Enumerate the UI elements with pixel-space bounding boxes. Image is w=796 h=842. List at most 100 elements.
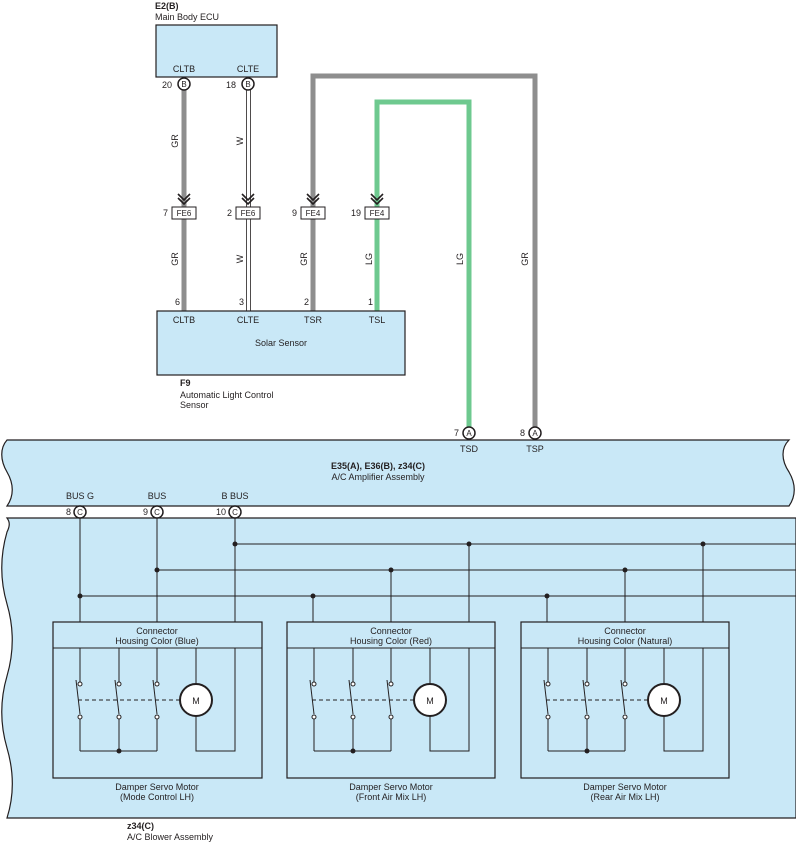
bus-pin-name-3: B BUS <box>221 491 248 501</box>
wire-label-tsd: LG <box>455 253 465 265</box>
switch-blade <box>309 679 315 715</box>
motor-icon <box>647 683 681 717</box>
junction-dot <box>350 748 356 754</box>
junction-dot <box>232 541 238 547</box>
ecu-pin-clte-number: 18 <box>226 80 236 90</box>
motor-housing-color: Housing Color (Blue) <box>115 636 199 646</box>
ecu-terminal-clte-letter: B <box>245 80 250 89</box>
chevron-down-icon <box>370 197 384 206</box>
wire-label-tsl-lower: LG <box>364 253 374 265</box>
chevron-down-icon <box>306 193 320 202</box>
ecu-terminal-cltb-letter: B <box>181 80 186 89</box>
junction-dot <box>116 748 122 754</box>
bus-terminal-letter-3: C <box>232 508 238 517</box>
amp-terminal-tsd-letter: A <box>466 429 472 438</box>
switch-blade <box>75 679 81 715</box>
sensor-name-line2: Sensor <box>180 400 209 410</box>
motor-housing-color: Housing Color (Red) <box>350 636 432 646</box>
sensor-pin-number-4: 1 <box>368 297 373 307</box>
wire-label-cltb-lower: GR <box>170 252 180 266</box>
junction-number-2: 2 <box>227 208 232 218</box>
sensor-pin-number-1: 6 <box>175 297 180 307</box>
amp-pin-name-tsd: TSD <box>460 444 479 454</box>
amp-pin-number-tsd: 7 <box>454 428 459 438</box>
switch-contact <box>311 681 317 687</box>
junction-dot <box>466 541 472 547</box>
switch-contact <box>584 681 590 687</box>
blower-name: A/C Blower Assembly <box>127 832 214 842</box>
ecu-pin-cltb-number: 20 <box>162 80 172 90</box>
amplifier-name: A/C Amplifier Assembly <box>331 472 425 482</box>
ecu-pin-clte-name: CLTE <box>237 64 259 74</box>
bus-terminal-1 <box>73 505 87 519</box>
switch-contact <box>154 681 160 687</box>
wire-label-cltb-upper: GR <box>170 134 180 148</box>
motor-name-line2: (Rear Air Mix LH) <box>590 792 659 802</box>
wire-label-tsr-lower: GR <box>299 252 309 266</box>
sensor-code: F9 <box>180 378 191 388</box>
chevron-down-icon <box>306 197 320 206</box>
junction-box-4 <box>364 206 390 220</box>
bus-pin-number-3: 10 <box>216 507 226 517</box>
motor-symbol: M <box>660 696 668 706</box>
junction-dot <box>310 593 316 599</box>
switch-blade <box>348 679 354 715</box>
motor-name-line2: (Mode Control LH) <box>120 792 194 802</box>
motor-icon <box>179 683 213 717</box>
amplifier-box <box>1 439 795 507</box>
amplifier-code: E35(A), E36(B), z34(C) <box>331 461 425 471</box>
junction-connectors: FE6 FE6 FE4 FE4 7 2 9 19 <box>163 193 390 220</box>
sensor-name-line1: Automatic Light Control <box>180 390 274 400</box>
switch-blade <box>543 679 549 715</box>
chevron-down-icon <box>177 193 191 202</box>
sensor-pin-name-3: TSR <box>304 315 323 325</box>
junction-dot <box>154 567 160 573</box>
motor-name-line1: Damper Servo Motor <box>583 782 667 792</box>
switch-contact <box>388 714 394 720</box>
amplifier-block: A A 7 8 TSD TSP E35(A), E36(B), z34(C) A… <box>1 426 795 507</box>
junction-number-4: 19 <box>351 208 361 218</box>
switch-contact <box>311 714 317 720</box>
switch-contact <box>584 714 590 720</box>
blower-block: C C C 8 9 10 Connector Housing Color (Bl… <box>1 505 796 842</box>
wire-color-labels: GR W GR W GR LG LG GR <box>169 130 530 266</box>
wire-label-clte-upper: W <box>235 136 245 145</box>
bus-terminal-letter-2: C <box>154 508 160 517</box>
ecu-terminal-clte <box>241 77 255 91</box>
switch-contact <box>388 681 394 687</box>
amp-terminal-tsp <box>528 426 542 440</box>
junction-label-3: FE4 <box>306 209 321 218</box>
amp-terminal-tsp-letter: A <box>532 429 538 438</box>
sensor-pin-number-3: 2 <box>304 297 309 307</box>
ecu-code: E2(B) <box>155 1 179 11</box>
junction-box-2 <box>235 206 261 220</box>
sensor-pin-name-1: CLTB <box>173 315 195 325</box>
junction-dot <box>388 567 394 573</box>
switch-contact <box>622 714 628 720</box>
bus-pin-number-2: 9 <box>143 507 148 517</box>
junction-box-1 <box>171 206 197 220</box>
switch-blade <box>582 679 588 715</box>
wire-label-clte-lower: W <box>235 254 245 263</box>
switch-contact <box>622 681 628 687</box>
wire-label-tsp: GR <box>520 252 530 266</box>
motor-lead <box>429 648 470 752</box>
chevron-down-icon <box>241 197 255 206</box>
bus-terminal-2 <box>150 505 164 519</box>
motor-housing-color: Housing Color (Natural) <box>578 636 673 646</box>
switch-contact <box>116 681 122 687</box>
ecu-terminal-cltb <box>177 77 191 91</box>
switch-blade <box>620 679 626 715</box>
bus-terminal-letter-1: C <box>77 508 83 517</box>
switch-contact <box>545 714 551 720</box>
switch-contact <box>154 714 160 720</box>
sensor-pin-number-2: 3 <box>239 297 244 307</box>
switch-contact <box>77 714 83 720</box>
motor-lead <box>195 648 236 752</box>
switch-contact <box>350 714 356 720</box>
junction-number-1: 7 <box>163 208 168 218</box>
switch-blade <box>152 679 158 715</box>
bus-pin-name-2: BUS <box>148 491 167 501</box>
